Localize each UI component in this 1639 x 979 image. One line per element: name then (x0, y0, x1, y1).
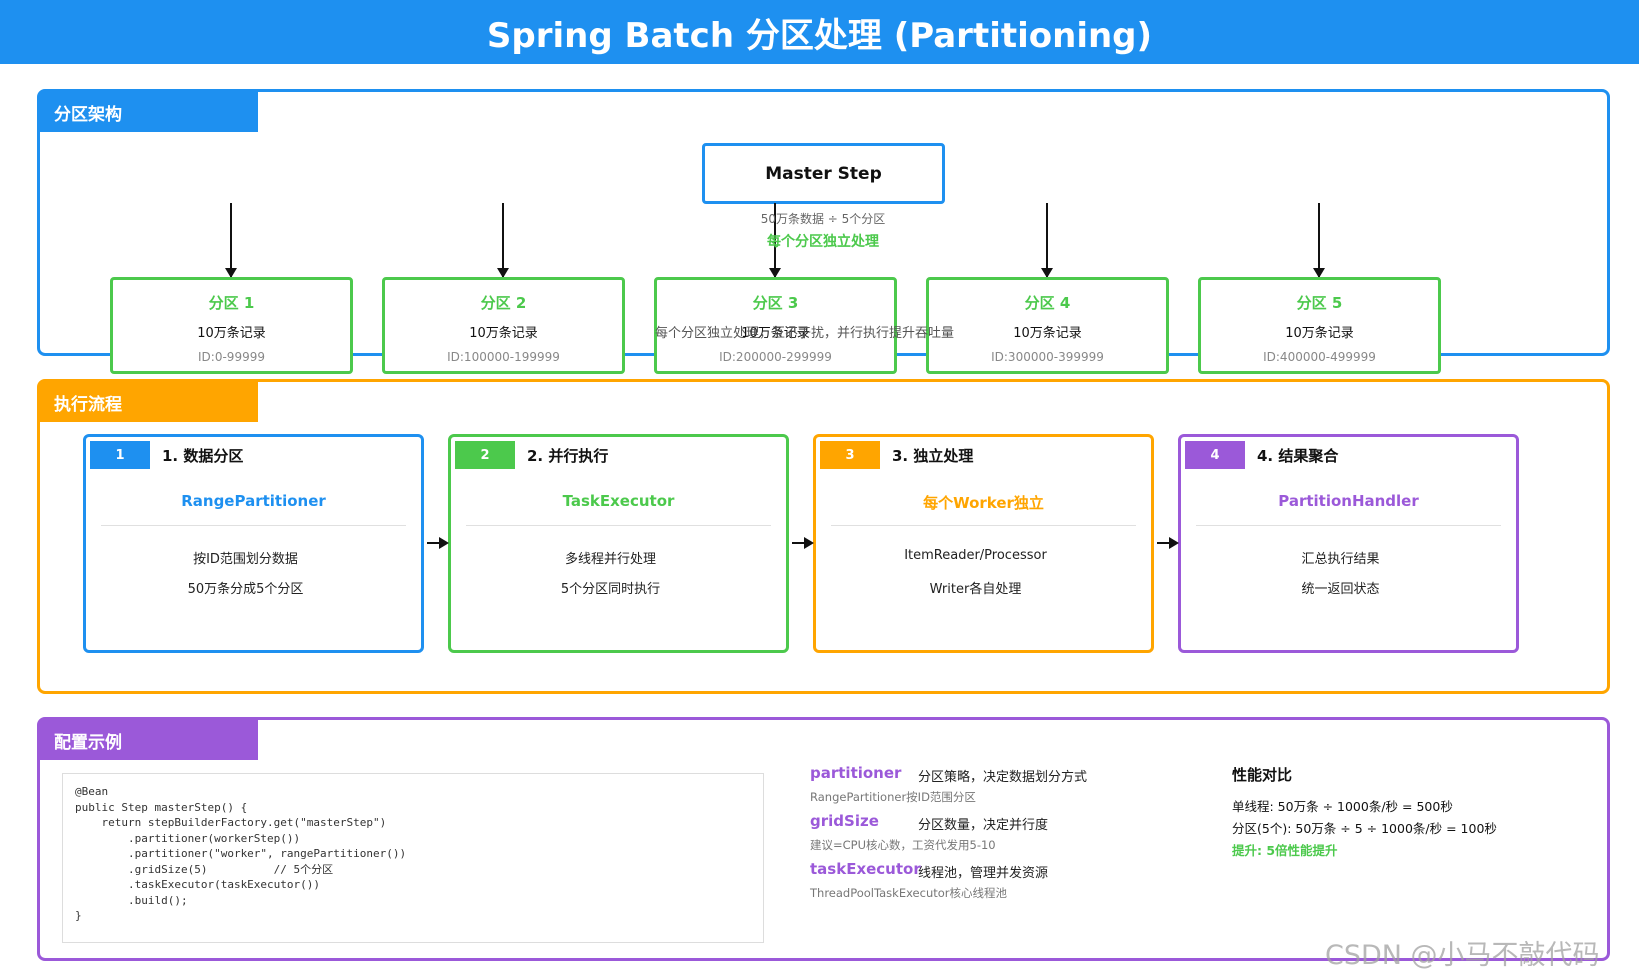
arrow-to-partition-2 (497, 203, 509, 278)
param-partitioner-sub: RangePartitioner按ID范围分区 (810, 790, 976, 804)
step-number-badge: 3 (820, 441, 880, 469)
partition-count: 10万条记录 (1285, 326, 1354, 341)
param-gridsize-key: gridSize (810, 812, 879, 830)
step-desc-1: 多线程并行处理 (564, 552, 656, 567)
architecture-tab: 分区架构 (40, 92, 258, 132)
step-desc-2: 50万条分成5个分区 (187, 582, 304, 597)
watermark: CSDN @小马不敲代码 (1325, 940, 1600, 971)
step-desc-1: ItemReader/Processor (904, 548, 1047, 563)
perf-partitioned: 分区(5个): 50万条 ÷ 5 ÷ 1000条/秒 = 100秒 (1232, 821, 1497, 836)
partition-range: ID:200000-299999 (719, 350, 832, 364)
page-title: Spring Batch 分区处理 (Partitioning) (0, 0, 1639, 64)
partition-range: ID:0-99999 (198, 350, 265, 364)
flow-tab: 执行流程 (40, 382, 258, 422)
partition-range: ID:100000-199999 (447, 350, 560, 364)
architecture-overlay-note: 每个分区独立处理，互不干扰，并行执行提升吞吐量 (655, 326, 955, 341)
partition-title: 分区 2 (480, 294, 527, 312)
partition-box-1: 分区 1 10万条记录 ID:0-99999 (110, 277, 353, 374)
step-divider (831, 525, 1136, 526)
step-number-badge: 2 (455, 441, 515, 469)
step-divider (466, 525, 771, 526)
partition-title: 分区 3 (752, 294, 799, 312)
partition-range: ID:400000-499999 (1263, 350, 1376, 364)
param-partitioner-desc: 分区策略，决定数据划分方式 (918, 770, 1088, 785)
param-taskexecutor-sub: ThreadPoolTaskExecutor核心线程池 (810, 886, 1007, 900)
param-gridsize-sub: 建议=CPU核心数，工资代发用5-10 (810, 838, 996, 852)
code-example: @Bean public Step masterStep() { return … (62, 773, 764, 943)
partition-box-2: 分区 2 10万条记录 ID:100000-199999 (382, 277, 625, 374)
partition-box-4: 分区 4 10万条记录 ID:300000-399999 (926, 277, 1169, 374)
param-partitioner-key: partitioner (810, 764, 902, 782)
step-title: 2. 并行执行 (527, 447, 609, 465)
arrow-to-partition-3 (769, 203, 781, 278)
perf-single-thread: 单线程: 50万条 ÷ 1000条/秒 = 500秒 (1232, 799, 1453, 814)
perf-gain: 提升: 5倍性能提升 (1232, 843, 1338, 858)
partition-range: ID:300000-399999 (991, 350, 1104, 364)
perf-title: 性能对比 (1232, 766, 1293, 784)
flow-step-1 (83, 434, 424, 653)
step-number-badge: 4 (1185, 441, 1245, 469)
arrow-to-partition-5 (1313, 203, 1325, 278)
step-component: 每个Worker独立 (923, 494, 1044, 512)
step-title: 3. 独立处理 (892, 447, 974, 465)
partition-title: 分区 1 (208, 294, 255, 312)
step-desc-2: 统一返回状态 (1301, 582, 1380, 597)
partition-box-5: 分区 5 10万条记录 ID:400000-499999 (1198, 277, 1441, 374)
param-taskexecutor-key: taskExecutor (810, 860, 921, 878)
flow-step-4 (1178, 434, 1519, 653)
arrow-to-partition-4 (1041, 203, 1053, 278)
partition-count: 10万条记录 (1013, 326, 1082, 341)
arrow-to-partition-1 (225, 203, 237, 278)
step-divider (101, 525, 406, 526)
flow-section (37, 379, 1610, 694)
step-component: PartitionHandler (1278, 492, 1419, 510)
flow-step-3 (813, 434, 1154, 653)
partition-box-3: 分区 3 10万条记录 ID:200000-299999 (654, 277, 897, 374)
step-component: TaskExecutor (562, 492, 675, 510)
step-desc-1: 按ID范围划分数据 (193, 552, 298, 567)
flow-arrow-1-2 (427, 537, 449, 549)
config-tab: 配置示例 (40, 720, 258, 760)
partition-count: 10万条记录 (469, 326, 538, 341)
partition-count: 10万条记录 (741, 326, 810, 341)
partition-title: 分区 5 (1296, 294, 1343, 312)
step-title: 4. 结果聚合 (1257, 447, 1339, 465)
step-desc-1: 汇总执行结果 (1301, 552, 1380, 567)
master-step-box: Master Step (702, 143, 945, 204)
partition-count: 10万条记录 (197, 326, 266, 341)
param-gridsize-desc: 分区数量，决定并行度 (918, 818, 1049, 833)
step-title: 1. 数据分区 (162, 447, 244, 465)
flow-arrow-2-3 (792, 537, 814, 549)
master-note-independent: 每个分区独立处理 (767, 234, 879, 250)
param-taskexecutor-desc: 线程池，管理并发资源 (918, 866, 1049, 881)
step-desc-2: Writer各自处理 (929, 582, 1022, 597)
flow-step-2 (448, 434, 789, 653)
step-component: RangePartitioner (181, 492, 326, 510)
step-number-badge: 1 (90, 441, 150, 469)
step-desc-2: 5个分区同时执行 (560, 582, 661, 597)
flow-arrow-3-4 (1157, 537, 1179, 549)
config-section (37, 717, 1610, 961)
partition-title: 分区 4 (1024, 294, 1071, 312)
step-divider (1196, 525, 1501, 526)
master-note-data-split: 50万条数据 ÷ 5个分区 (760, 212, 886, 226)
